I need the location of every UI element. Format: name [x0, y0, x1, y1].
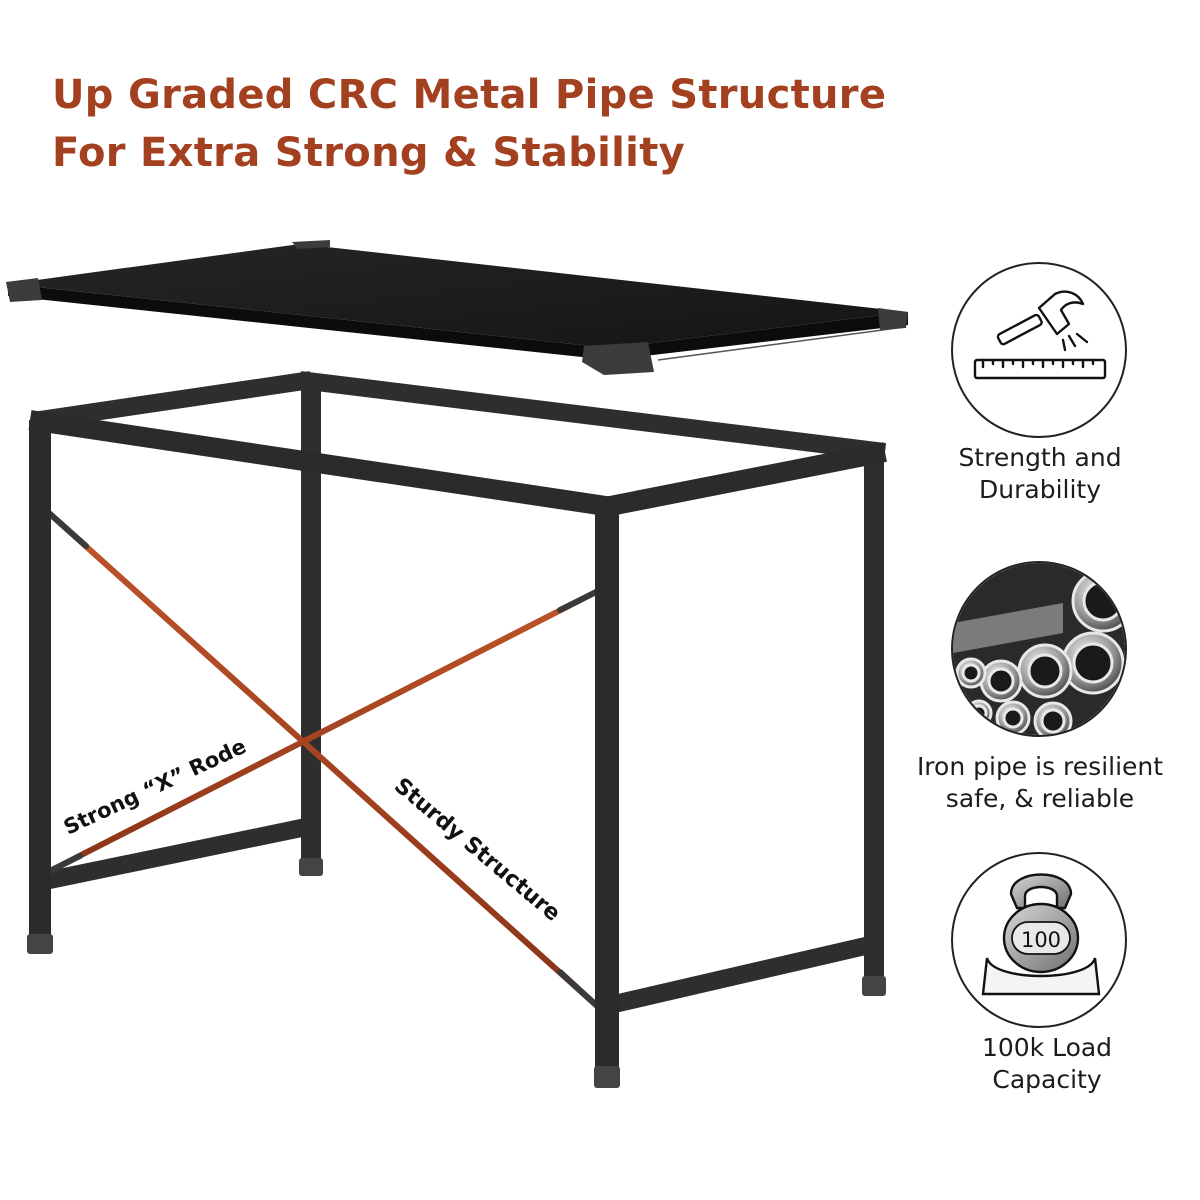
top-rail-side-right — [598, 442, 887, 518]
strength-badge — [951, 262, 1127, 438]
load-caption-line-2: Capacity — [992, 1065, 1102, 1094]
x-rods — [37, 502, 603, 1008]
sturdy-structure-annotation: Sturdy Structure — [389, 773, 565, 926]
foot-front-right — [594, 1066, 620, 1088]
tabletop-corner-back — [292, 240, 330, 249]
desk-illustration: Strong “X” Rode Sturdy Structure — [6, 240, 908, 1088]
kettlebell-weight: 100 — [1021, 928, 1061, 952]
pipes-badge — [951, 561, 1127, 737]
strength-caption-line-2: Durability — [979, 475, 1101, 504]
bottom-rail-right — [607, 935, 877, 1014]
tabletop-corner-front — [582, 342, 654, 375]
top-rail-back — [298, 371, 887, 461]
x-rod-1 — [37, 502, 599, 1008]
front-frame — [28, 410, 887, 1070]
metal-pipes-icon — [953, 563, 1125, 735]
headline-line-1: Up Graded CRC Metal Pipe Structure — [52, 72, 887, 118]
tabletop-edge — [8, 284, 908, 360]
x-rod-1-end-b — [557, 969, 599, 1008]
kettlebell-icon: 100 — [981, 873, 1101, 996]
hammer-icon — [973, 290, 1107, 380]
tabletop — [6, 240, 908, 375]
foot-back-right — [862, 976, 886, 996]
pipes-caption-line-2: safe, & reliable — [945, 784, 1135, 813]
top-rail-side-left — [38, 371, 313, 429]
tabletop-edge-highlight — [657, 326, 906, 361]
load-caption: 100k Load Capacity — [897, 1032, 1197, 1096]
tabletop-corner-right — [878, 308, 908, 330]
top-rail-front — [28, 410, 621, 518]
foot-front-left — [27, 934, 53, 954]
x-rod-2-end-b — [557, 587, 603, 613]
tabletop-corner-left — [6, 278, 42, 302]
x-rod-2 — [39, 587, 603, 878]
tabletop-surface — [8, 244, 908, 348]
strength-caption: Strength and Durability — [890, 442, 1190, 506]
load-badge: 100 — [951, 852, 1127, 1028]
pipes-caption: Iron pipe is resilient safe, & reliable — [890, 751, 1190, 815]
headline-line-2: For Extra Strong & Stability — [52, 130, 685, 176]
leg-feet — [27, 858, 886, 1088]
bottom-rail-back — [38, 817, 313, 891]
strength-caption-line-1: Strength and — [958, 443, 1122, 472]
foot-back-left — [299, 858, 323, 876]
load-caption-line-1: 100k Load — [981, 1033, 1113, 1062]
headline: Up Graded CRC Metal Pipe Structure For E… — [52, 66, 952, 182]
pipes-caption-line-1: Iron pipe is resilient — [916, 752, 1164, 781]
